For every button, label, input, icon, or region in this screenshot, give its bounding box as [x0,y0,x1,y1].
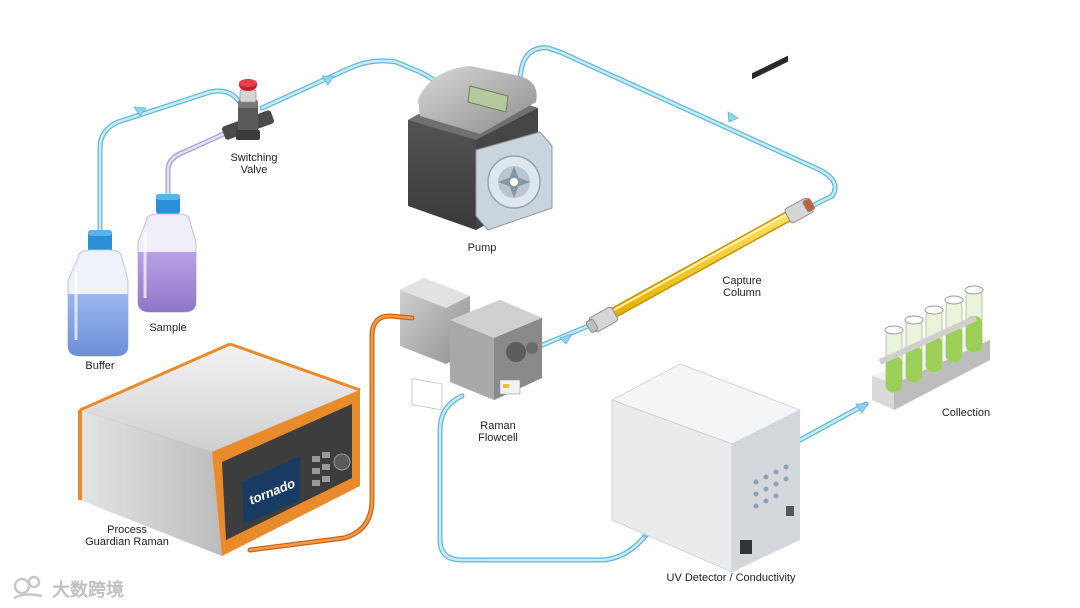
flow-arrow [559,333,573,345]
pump [408,66,553,231]
label-uv-detector: UV Detector / Conductivity [666,572,796,584]
label-raman-flowcell: Raman Flowcell [478,420,518,444]
capture-column [585,197,815,333]
uv-detector [611,55,801,573]
label-sample: Sample [149,322,187,334]
process-guardian-raman: tornado [78,342,361,556]
flow-arrow [133,106,147,117]
watermark-text: 大数跨境 [52,580,124,601]
sample-bottle [137,194,197,313]
flow-arrow [855,403,869,414]
label-capture-column: Capture Column [722,275,762,299]
tube-pump-to-column [513,45,838,211]
flow-arrow [321,75,335,86]
label-pump: Pump [467,242,497,254]
label-buffer: Buffer [85,360,115,372]
label-switching-valve: Switching Valve [230,152,278,176]
raman-flowcell [400,278,542,411]
buffer-bottle [67,230,129,357]
switching-valve [222,79,274,140]
watermark-logo [13,575,43,600]
collection-tubes [884,285,984,393]
tubing [97,45,869,563]
label-collection: Collection [941,407,991,419]
tube-sample-to-valve [165,129,231,199]
flow-arrow [727,111,739,123]
label-process-guardian: Process Guardian Raman [85,524,169,548]
collection-rack [872,285,990,410]
